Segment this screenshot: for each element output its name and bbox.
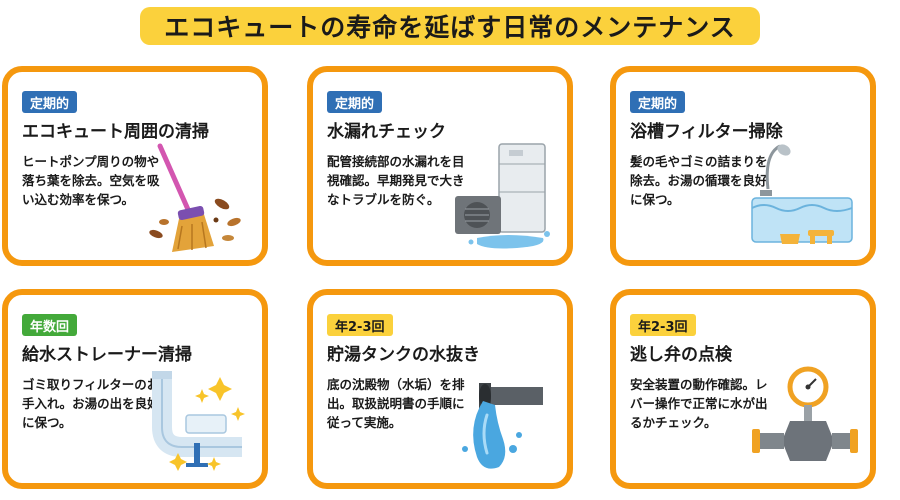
card-title: 逃し弁の点検 xyxy=(630,345,732,365)
card-surrounding-cleaning: 定期的 エコキュート周囲の清掃 ヒートポンプ周りの物や落ち葉を除去。空気を吸い込… xyxy=(2,66,268,266)
card-relief-valve: 年2-3回 逃し弁の点検 安全装置の動作確認。レバー操作で正常に水が出るかチェッ… xyxy=(610,289,876,489)
water-drain-pipe-icon xyxy=(447,357,557,477)
bathtub-icon xyxy=(750,134,860,254)
card-strainer-cleaning: 年数回 給水ストレーナー清掃 ゴミ取りフィルターのお手入れ。お湯の出を良好に保つ… xyxy=(2,289,268,489)
card-description: ヒートポンプ周りの物や落ち葉を除去。空気を吸い込む効率を保つ。 xyxy=(22,154,160,207)
broom-icon xyxy=(142,134,252,254)
card-title: 浴槽フィルター掃除 xyxy=(630,122,783,142)
frequency-badge: 年2-3回 xyxy=(630,314,696,336)
frequency-badge: 定期的 xyxy=(327,91,383,113)
relief-valve-gauge-icon xyxy=(750,357,860,477)
card-leak-check: 定期的 水漏れチェック 配管接続部の水漏れを目視確認。早期発見で大きなトラブルを… xyxy=(307,66,573,266)
card-bath-filter: 定期的 浴槽フィルター掃除 髪の毛やゴミの詰まりを除去。お湯の循環を良好に保つ。 xyxy=(610,66,876,266)
pipe-strainer-icon xyxy=(142,357,252,477)
card-description: ゴミ取りフィルターのお手入れ。お湯の出を良好に保つ。 xyxy=(22,377,160,430)
card-description: 安全装置の動作確認。レバー操作で正常に水が出るかチェック。 xyxy=(630,377,768,430)
frequency-badge: 年2-3回 xyxy=(327,314,393,336)
card-tank-drain: 年2-3回 貯湯タンクの水抜き 底の沈殿物（水垢）を排出。取扱説明書の手順に従っ… xyxy=(307,289,573,489)
card-title: エコキュート周囲の清掃 xyxy=(22,122,209,142)
card-title: 水漏れチェック xyxy=(327,122,446,142)
card-title: 貯湯タンクの水抜き xyxy=(327,345,480,365)
frequency-badge: 定期的 xyxy=(630,91,686,113)
water-heater-leak-icon xyxy=(447,134,557,254)
card-description: 配管接続部の水漏れを目視確認。早期発見で大きなトラブルを防ぐ。 xyxy=(327,154,465,207)
frequency-badge: 定期的 xyxy=(22,91,78,113)
frequency-badge: 年数回 xyxy=(22,314,78,336)
card-description: 底の沈殿物（水垢）を排出。取扱説明書の手順に従って実施。 xyxy=(327,377,465,430)
card-title: 給水ストレーナー清掃 xyxy=(22,345,192,365)
page-title: エコキュートの寿命を延ばす日常のメンテナンス xyxy=(140,7,760,45)
card-description: 髪の毛やゴミの詰まりを除去。お湯の循環を良好に保つ。 xyxy=(630,154,768,207)
